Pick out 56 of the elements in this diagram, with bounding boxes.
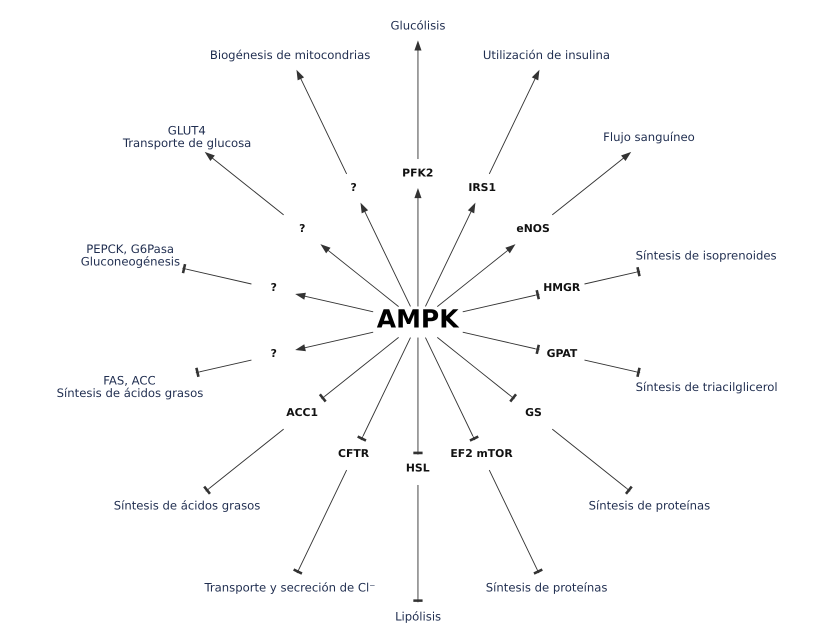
arrow [294, 332, 374, 352]
connector [424, 337, 478, 442]
node-text: GLUT4 Transporte de glucosa [122, 124, 251, 150]
node-text: eNOS [516, 222, 550, 235]
node-text: CFTR [338, 447, 369, 460]
node-text: HMGR [542, 281, 580, 294]
connector [181, 264, 252, 284]
node-text: Síntesis de ácidos grasos [113, 498, 260, 512]
node-text: ? [350, 180, 356, 194]
connector [462, 290, 540, 312]
node-text: AMPK [376, 304, 458, 334]
connector [462, 332, 540, 354]
arrow [414, 40, 422, 160]
arrow [204, 152, 284, 216]
node-text: Utilización de insulina [482, 48, 610, 62]
node-text: Síntesis de proteínas [588, 498, 710, 512]
connector [412, 337, 422, 456]
connector [584, 266, 640, 284]
arrow [296, 70, 347, 174]
arrow [551, 152, 631, 216]
connector [436, 336, 517, 402]
node-text: GPAT [546, 346, 577, 360]
arrow [294, 292, 374, 312]
node-text: EF2 mTOR [450, 447, 512, 460]
connector [292, 470, 347, 575]
node-text: Biogénesis de mitocondrias [209, 48, 370, 62]
node-text: Lipólisis [394, 610, 441, 624]
node-text: HSL [405, 462, 430, 475]
arrow [360, 202, 410, 307]
arrow [436, 244, 516, 308]
arrow [414, 188, 422, 307]
connector [488, 470, 542, 575]
node-text: ACC1 [286, 406, 318, 420]
node-text: ? [270, 281, 276, 294]
node-text: ? [270, 346, 276, 360]
node-text: Glucólisis [390, 18, 445, 33]
connector [356, 337, 410, 442]
node-text: ? [298, 222, 305, 235]
arrow [488, 70, 539, 174]
node-text: Síntesis de triacilglicerol [635, 380, 778, 394]
node-text: Síntesis de isoprenoides [635, 248, 776, 262]
node-text: Síntesis de proteínas [485, 580, 607, 594]
connector [318, 336, 399, 402]
node-text: IRS1 [468, 180, 496, 194]
node-text: PEPCK, G6Pasa Gluconeogénesis [80, 242, 180, 269]
connector [584, 360, 640, 378]
connector [202, 428, 284, 495]
arrow [320, 244, 399, 308]
arrow [424, 202, 475, 307]
node-text: PFK2 [402, 166, 433, 180]
node-text: Transporte y secreción de Cl⁻ [204, 580, 375, 594]
node-text: Flujo sanguíneo [602, 130, 694, 144]
connector [194, 360, 252, 378]
node-text: GS [524, 406, 542, 420]
connector [551, 428, 632, 495]
node-text: FAS, ACC Síntesis de ácidos grasos [56, 374, 203, 400]
